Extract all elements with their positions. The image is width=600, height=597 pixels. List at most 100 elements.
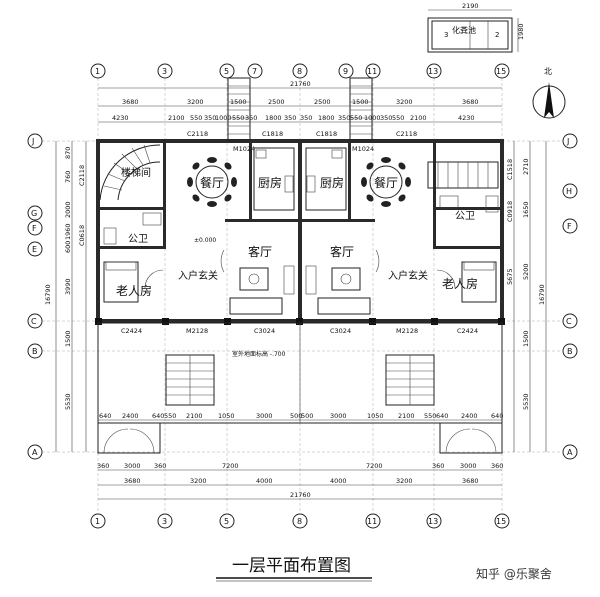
axis-y-B-left: B — [32, 347, 38, 356]
dim-bot-3-1: 3200 — [190, 477, 207, 485]
axis-y-F-right: F — [567, 222, 572, 231]
north-arrow-icon: 北 — [532, 67, 566, 119]
dim-bot-2-2: 360 — [154, 462, 166, 470]
dim-bot-3-4: 3200 — [396, 477, 413, 485]
axis-x-8-bottom: 8 — [297, 517, 302, 526]
dim-top-2-14: 350 — [380, 114, 392, 122]
terrace-note: 室外地面标高 -.700 — [232, 350, 286, 358]
dim-bot-1-14: 2400 — [461, 412, 478, 420]
axis-x-3-bottom: 3 — [162, 517, 167, 526]
dim-top-2-15: 550 — [392, 114, 404, 122]
dim-left-inner-1: C0618 — [78, 225, 86, 246]
axis-y-C-right: C — [566, 317, 572, 326]
room-entry-left: 入户玄关 — [178, 269, 218, 282]
room-stair: 楼梯间 — [121, 166, 151, 179]
dim-top-total: 21760 — [290, 80, 311, 88]
room-wc-left: 公卫 — [128, 234, 148, 245]
dim-top-2-6: 350 — [245, 114, 257, 122]
room-wc-right: 公卫 — [455, 211, 475, 222]
living-right: 客厅 — [305, 244, 371, 315]
wc-left: 公卫 — [103, 212, 162, 245]
entry-left: 入户玄关 — [178, 249, 225, 282]
dim-bot-3-2: 4000 — [256, 477, 273, 485]
living-left: 客厅 ±0.000 — [194, 237, 295, 315]
axis-x-5-top: 5 — [224, 67, 229, 76]
dim-left-7: 5530 — [64, 393, 72, 410]
dimensions-bottom: 640 2400 640 550 2100 1050 3000 500 500 … — [97, 412, 503, 500]
spiral-stair: 楼梯间 — [99, 144, 161, 201]
dim-bot-1-12: 550 — [424, 412, 436, 420]
axis-bubbles-right: J H F C B A — [562, 133, 578, 460]
dim-left-3: 1960 — [64, 223, 72, 240]
dim-top-2-2: 550 — [190, 114, 202, 122]
axis-x-3-top: 3 — [162, 67, 167, 76]
axis-x-15-bottom: 15 — [496, 517, 506, 526]
label-c2118-right: C2118 — [396, 130, 417, 138]
dim-top-2-7: 1800 — [265, 114, 282, 122]
dim-bot-1-2: 640 — [152, 412, 164, 420]
dim-bot-1-0: 640 — [99, 412, 111, 420]
walls — [95, 139, 505, 325]
label-c2118-left: C2118 — [187, 130, 208, 138]
dim-bot-2-6: 3000 — [460, 462, 477, 470]
dimensions-left: 16790 870 760 2000 1960 600 3990 1500 55… — [44, 141, 87, 452]
axis-y-A-left: A — [32, 448, 38, 457]
dim-top-2-16: 2100 — [410, 114, 427, 122]
axis-x-8-top: 8 — [297, 67, 302, 76]
dim-bot-3-0: 3680 — [124, 477, 141, 485]
dim-bot-2-1: 3000 — [124, 462, 141, 470]
dim-right-inner-0: C1518 — [506, 159, 514, 180]
room-elder-left: 老人房 — [116, 283, 152, 298]
axis-x-15-top: 15 — [496, 67, 506, 76]
dim-top-1-3: 2500 — [268, 98, 285, 106]
drawing-title: 一层平面布置图 — [216, 556, 372, 582]
axis-y-H-right: H — [566, 187, 572, 196]
dim-bot-2-7: 360 — [491, 462, 503, 470]
septic-cell-2: 2 — [495, 31, 499, 39]
septic-label: 化粪池 — [452, 25, 476, 35]
axis-y-B-right: B — [567, 347, 573, 356]
septic-width-dim: 2190 — [462, 2, 479, 10]
dim-bot-1-15: 640 — [491, 412, 503, 420]
dim-bot-1-5: 1050 — [218, 412, 235, 420]
dim-top-2-8: 350 — [284, 114, 296, 122]
dim-bot-1-8: 500 — [301, 412, 313, 420]
axis-x-11-bottom: 11 — [367, 517, 377, 526]
dim-top-1-4: 2500 — [314, 98, 331, 106]
dining-table-right: 餐厅 — [361, 157, 411, 207]
septic-tank: 化粪池 3 2 2190 1980 — [427, 2, 525, 53]
label-m2128-left: M2128 — [186, 327, 208, 335]
dim-right-inner-2: 5675 — [506, 268, 514, 285]
axis-x-7-top: 7 — [252, 67, 257, 76]
axis-y-C-left: C — [31, 317, 37, 326]
dim-right-3: 1500 — [522, 330, 530, 347]
dim-bot-2-3: 7200 — [222, 462, 239, 470]
label-c2424-left: C2424 — [121, 327, 142, 335]
dim-left-0: 870 — [64, 147, 72, 159]
dim-bot-2-0: 360 — [97, 462, 109, 470]
room-kitchen-right: 厨房 — [320, 175, 344, 190]
right-stair — [427, 161, 499, 189]
room-dining-left: 餐厅 — [200, 175, 224, 190]
dim-top-2-0: 4230 — [112, 114, 129, 122]
dim-bot-3-5: 3680 — [462, 477, 479, 485]
axis-x-13-bottom: 13 — [428, 517, 438, 526]
kitchen-right: 厨房 — [305, 147, 347, 211]
dim-top-2-10: 1800 — [318, 114, 335, 122]
axis-x-13-top: 13 — [428, 67, 438, 76]
dim-bot-1-4: 2100 — [186, 412, 203, 420]
label-c3024-left: C3024 — [254, 327, 275, 335]
dim-bot-1-7: 500 — [290, 412, 302, 420]
axis-y-E-left: E — [32, 245, 37, 254]
dimensions-right: C1518 C0918 5675 2710 1650 5200 1500 553… — [506, 141, 547, 452]
dim-bot-total: 21760 — [290, 491, 311, 499]
dim-right-2: 5200 — [522, 263, 530, 280]
wc-right: 公卫 — [439, 195, 499, 222]
label-c1818-right: C1818 — [316, 130, 337, 138]
axis-x-5-bottom: 5 — [224, 517, 229, 526]
dim-right-0: 2710 — [522, 158, 530, 175]
watermark: 知乎 @乐聚舍 — [476, 566, 552, 581]
dim-top-1-6: 3200 — [396, 98, 413, 106]
north-label: 北 — [544, 67, 552, 76]
